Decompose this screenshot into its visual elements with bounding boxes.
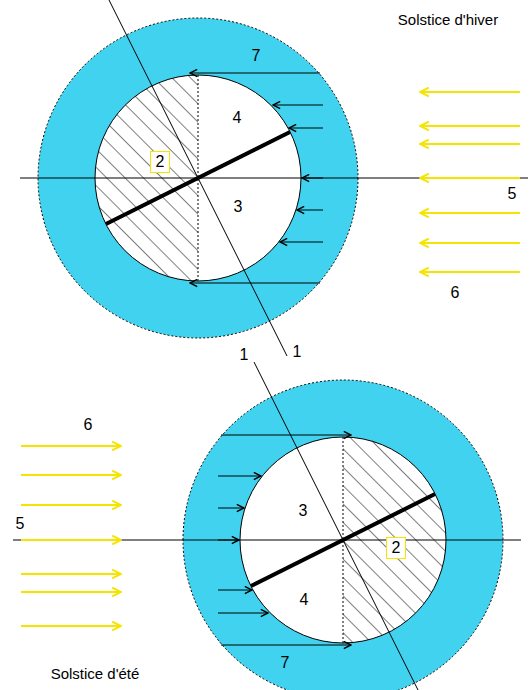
node-text: 2 <box>392 539 401 557</box>
summer-earth-figure <box>13 362 521 690</box>
callout-number: 1 <box>293 343 302 361</box>
season-title: Solstice d'été <box>51 666 140 683</box>
callout-number: 5 <box>508 185 517 203</box>
node-text: 2 <box>156 153 165 171</box>
zone-marker: 2 <box>150 151 171 173</box>
zone-marker: 2 <box>386 537 407 559</box>
callout-number: 3 <box>234 198 243 216</box>
callout-number: 6 <box>84 416 93 434</box>
callout-number: 5 <box>16 515 25 533</box>
callout-number: 1 <box>240 346 249 364</box>
season-title: Solstice d'hiver <box>398 12 498 29</box>
callout-number: 4 <box>233 109 242 127</box>
callout-number: 7 <box>252 47 261 65</box>
callout-number: 7 <box>281 654 290 672</box>
callout-number: 3 <box>299 502 308 520</box>
callout-number: 6 <box>451 284 460 302</box>
callout-number: 4 <box>300 591 309 609</box>
winter-earth-figure <box>20 0 528 356</box>
